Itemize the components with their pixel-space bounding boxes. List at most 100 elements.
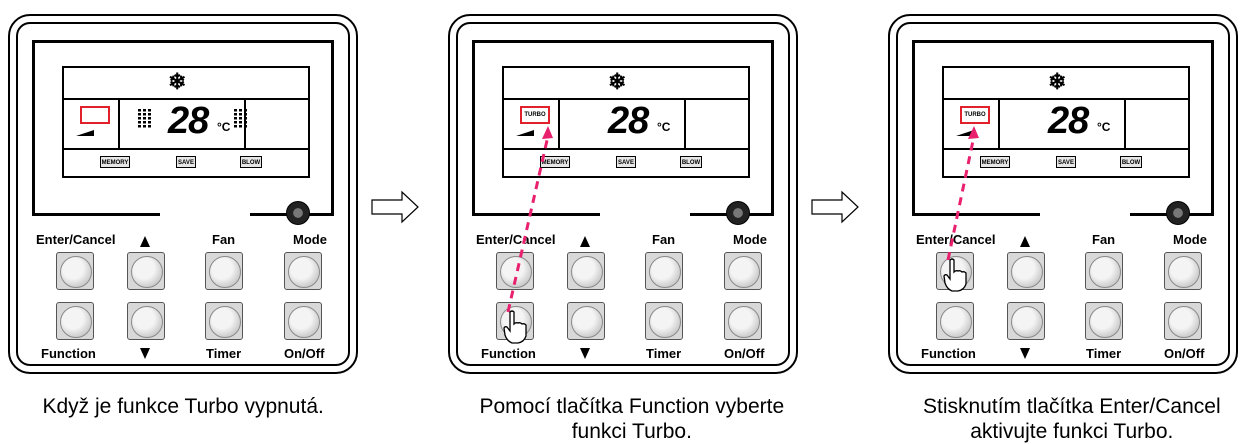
fan-button[interactable] (205, 252, 243, 290)
function-button[interactable] (936, 302, 974, 340)
lcd-divider-right (684, 98, 686, 148)
fan-label: Fan (212, 232, 236, 247)
temperature-readout: 28 (608, 100, 649, 142)
lcd-divider-right (1124, 98, 1126, 148)
temperature-unit: °C (217, 120, 231, 134)
fan-label: Fan (652, 232, 676, 247)
blow-badge: BLOW (1120, 156, 1142, 168)
memory-badge: MEMORY (980, 156, 1010, 168)
remote-outer-frame (448, 14, 798, 374)
enter-cancel-label: Enter/Cancel (36, 232, 116, 247)
lcd-divider-bottom (944, 148, 1188, 150)
lcd-divider-left (118, 98, 120, 148)
enter-cancel-label: Enter/Cancel (476, 232, 556, 247)
up-button[interactable] (1007, 252, 1045, 290)
down-arrow-icon (140, 348, 150, 359)
timer-label: Timer (206, 346, 242, 361)
snowflake-icon: ❄ (168, 69, 187, 94)
on-off-button[interactable] (724, 302, 762, 340)
on-off-button[interactable] (1164, 302, 1202, 340)
save-badge: SAVE (176, 156, 196, 168)
snowflake-icon: ❄ (608, 69, 627, 94)
display-window-edge-left (912, 213, 1040, 216)
fan-button[interactable] (645, 252, 683, 290)
snowflake-icon: ❄ (1048, 69, 1067, 94)
pointing-hand-icon (503, 310, 527, 344)
lcd-divider-top (504, 98, 748, 100)
lcd-divider-bottom (504, 148, 748, 150)
hollow-right-arrow-icon (371, 190, 419, 224)
turbo-indicator: TURBO (520, 106, 550, 124)
remote-control-panel-3: ❄ TURBO 28 °C MEMORY SAVE BLOW Enter/Can… (888, 14, 1238, 374)
remote-outer-frame (888, 14, 1238, 374)
temperature-readout: 28 (168, 100, 209, 142)
mode-button[interactable] (724, 252, 762, 290)
timer-button[interactable] (205, 302, 243, 340)
panel-caption-3: Stisknutím tlačítka Enter/Cancel aktivuj… (923, 395, 1221, 443)
down-arrow-icon (580, 348, 590, 359)
lcd-divider-top (64, 98, 308, 100)
fan-bars-right-icon (234, 109, 247, 128)
fan-speed-ramp-icon (956, 130, 974, 136)
down-button[interactable] (127, 302, 165, 340)
remote-control-panel-1: ❄ 28 °C MEMORY SAVE BLOW Enter/Cancel Fa… (8, 14, 358, 374)
sensor-dial-icon (286, 201, 310, 225)
lcd-screen: ❄ 28 °C MEMORY SAVE BLOW (62, 66, 310, 178)
down-button[interactable] (567, 302, 605, 340)
enter-cancel-button[interactable] (56, 252, 94, 290)
mode-label: Mode (293, 232, 327, 247)
lcd-divider-left (998, 98, 1000, 148)
fan-speed-ramp-icon (516, 130, 534, 136)
on-off-label: On/Off (724, 346, 765, 361)
remote-inner-frame (456, 22, 790, 366)
timer-label: Timer (1086, 346, 1122, 361)
down-button[interactable] (1007, 302, 1045, 340)
panel-caption-2: Pomocí tlačítka Function vyberte funkci … (479, 395, 785, 443)
up-button[interactable] (127, 252, 165, 290)
function-button[interactable] (56, 302, 94, 340)
timer-button[interactable] (1085, 302, 1123, 340)
mode-button[interactable] (1164, 252, 1202, 290)
display-window (32, 40, 334, 216)
on-off-label: On/Off (284, 346, 325, 361)
function-label: Function (41, 346, 96, 361)
pointing-hand-icon (943, 258, 967, 292)
timer-label: Timer (646, 346, 682, 361)
memory-badge: MEMORY (540, 156, 570, 168)
on-off-label: On/Off (1164, 346, 1205, 361)
up-arrow-icon (1020, 236, 1030, 247)
remote-control-panel-2: ❄ TURBO 28 °C MEMORY SAVE BLOW Enter/Can… (448, 14, 798, 374)
mode-button[interactable] (284, 252, 322, 290)
hollow-right-arrow-icon (811, 190, 859, 224)
fan-speed-ramp-icon (76, 130, 94, 136)
timer-button[interactable] (645, 302, 683, 340)
temperature-readout: 28 (1048, 100, 1089, 142)
memory-badge: MEMORY (100, 156, 130, 168)
fan-label: Fan (1092, 232, 1116, 247)
display-window (472, 40, 774, 216)
remote-inner-frame (16, 22, 350, 366)
up-arrow-icon (580, 236, 590, 247)
lcd-divider-left (558, 98, 560, 148)
temperature-unit: °C (657, 120, 671, 134)
lcd-screen: ❄ TURBO 28 °C MEMORY SAVE BLOW (502, 66, 750, 178)
turbo-indicator (80, 106, 110, 124)
display-window-edge-left (472, 213, 600, 216)
function-label: Function (481, 346, 536, 361)
mode-label: Mode (733, 232, 767, 247)
on-off-button[interactable] (284, 302, 322, 340)
up-arrow-icon (140, 236, 150, 247)
fan-button[interactable] (1085, 252, 1123, 290)
display-window (912, 40, 1214, 216)
lcd-screen: ❄ TURBO 28 °C MEMORY SAVE BLOW (942, 66, 1190, 178)
lcd-divider-top (944, 98, 1188, 100)
sensor-dial-icon (726, 201, 750, 225)
fan-bars-left-icon (138, 109, 151, 128)
save-badge: SAVE (616, 156, 636, 168)
down-arrow-icon (1020, 348, 1030, 359)
blow-badge: BLOW (240, 156, 262, 168)
save-badge: SAVE (1056, 156, 1076, 168)
function-label: Function (921, 346, 976, 361)
enter-cancel-button[interactable] (496, 252, 534, 290)
up-button[interactable] (567, 252, 605, 290)
